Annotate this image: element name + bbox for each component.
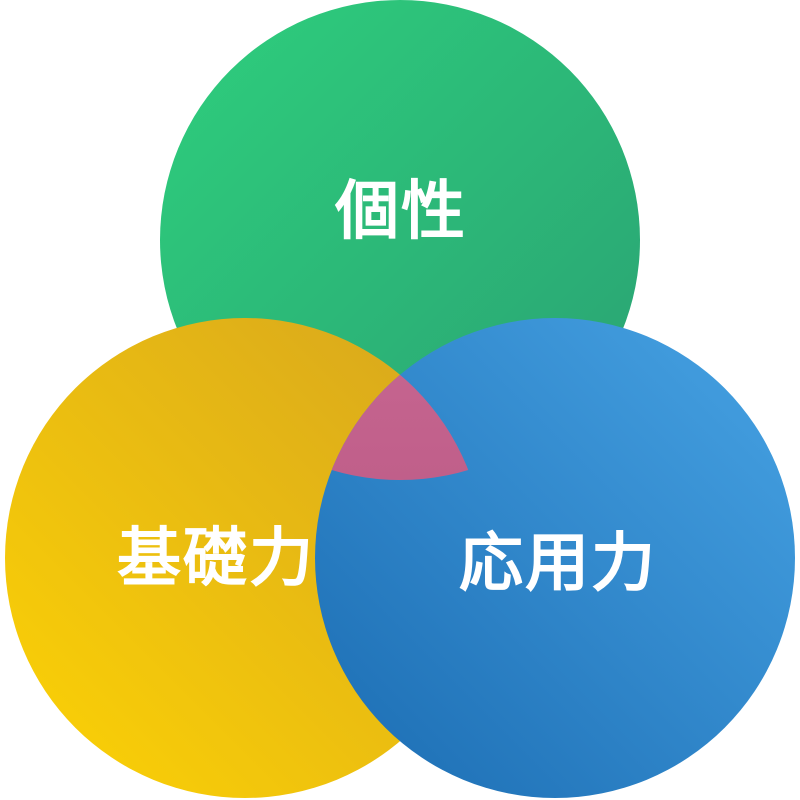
label-fundamentals: 基礎力 [117, 522, 315, 594]
label-individuality: 個性 [335, 175, 467, 247]
label-application: 応用力 [459, 527, 657, 599]
